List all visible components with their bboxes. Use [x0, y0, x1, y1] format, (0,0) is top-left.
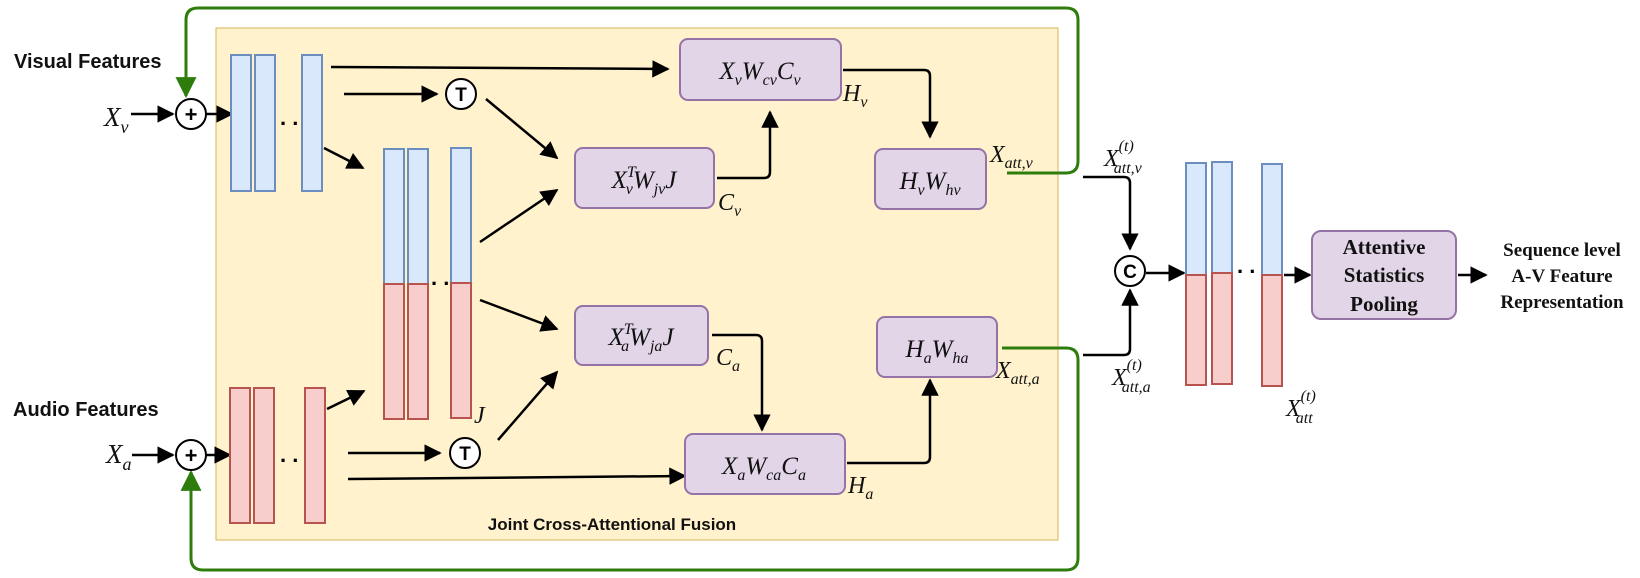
svg-text:HvWhv: HvWhv [898, 168, 961, 199]
box-xa-wca-ca: XaWcaCa [684, 433, 846, 495]
svg-text:+: + [185, 443, 198, 468]
att-a-to-concat-arrow [1083, 288, 1139, 357]
audio-to-ca-box-arrow [347, 467, 687, 485]
ca-label: Ca [716, 345, 740, 375]
svg-text:T: T [459, 444, 471, 465]
audio-feature-bar [253, 387, 275, 524]
x-att-a-t-label: X(t)att,a [1111, 357, 1151, 396]
x-att-t-label: X(t)att [1285, 388, 1316, 427]
visual-to-joint-arrow [323, 146, 365, 170]
svg-text:Pooling: Pooling [1350, 292, 1418, 316]
visual-feature-bar [254, 54, 276, 192]
output-representation-label: Sequence level A-V Feature Representatio… [1500, 240, 1624, 313]
ellipsis: . . [431, 265, 449, 290]
transpose-v-to-box-arrow [485, 98, 559, 160]
attentive-statistics-pooling-box: Attentive Statistics Pooling [1311, 230, 1457, 320]
audio-to-joint-arrow [326, 389, 366, 411]
joint-to-audio-box-arrow [479, 298, 559, 332]
visual-feature-columns: . . [230, 54, 323, 192]
svg-text:HaWha: HaWha [905, 336, 969, 367]
hv-label: Hv [842, 81, 868, 111]
svg-text:+: + [185, 102, 198, 127]
xa-input-label: Xa [105, 439, 132, 474]
concat-visual-bar [1185, 162, 1207, 276]
x-att-a-label: Xatt,a [995, 358, 1040, 388]
joint-visual-bar [407, 148, 429, 285]
ellipsis: . . [1237, 253, 1255, 278]
svg-text:XvWcvCv: XvWcvCv [718, 58, 801, 89]
box-xv-wcv-cv: XvWcvCv [679, 38, 842, 101]
svg-text:C: C [1123, 262, 1137, 283]
visual-features-label: Visual Features [14, 51, 161, 73]
audio-feedback-loop [180, 346, 1080, 572]
concat-visual-bar [1261, 163, 1283, 276]
visual-feature-bar [301, 54, 323, 192]
audio-feature-bar [304, 387, 326, 524]
joint-representation-columns: . . [383, 147, 472, 420]
visual-feature-bar [230, 54, 252, 192]
svg-text:T: T [455, 85, 467, 106]
audio-feature-columns: . . [229, 387, 326, 524]
svg-text:Attentive: Attentive [1343, 235, 1426, 259]
concat-operator: C [1114, 255, 1146, 287]
att-v-to-concat-arrow [1083, 175, 1139, 251]
box-hv-whv: HvWhv [874, 148, 987, 210]
cv-arrow [717, 110, 779, 180]
hv-arrow [843, 68, 939, 139]
svg-text:Statistics: Statistics [1344, 263, 1425, 287]
joint-visual-bar [450, 147, 472, 284]
x-att-v-label: Xatt,v [989, 142, 1034, 172]
panel-title: Joint Cross-Attentional Fusion [488, 515, 736, 534]
ha-label: Ha [847, 473, 873, 503]
joint-to-visual-box-arrow [479, 188, 559, 244]
svg-text:A-V Feature: A-V Feature [1511, 266, 1612, 287]
cv-label: Cv [718, 190, 742, 220]
j-label: J [474, 403, 486, 429]
concat-audio-bar [1261, 274, 1283, 387]
ca-arrow [712, 333, 771, 432]
visual-feedback-loop [175, 6, 1080, 175]
fusion-panel [215, 27, 1059, 541]
box-ha-wha: HaWha [876, 316, 998, 378]
ellipsis: . . [280, 442, 298, 467]
x-att-v-t-label: X(t)att,v [1103, 138, 1143, 177]
joint-audio-bar [407, 283, 429, 420]
concat-audio-bar [1185, 274, 1207, 386]
transpose-operator-audio: T [449, 437, 481, 469]
joint-visual-bar [383, 148, 405, 285]
svg-text:Representation: Representation [1500, 292, 1624, 313]
transpose-a-to-box-arrow [497, 370, 559, 441]
audio-feature-bar [229, 387, 251, 524]
joint-audio-bar [383, 283, 405, 420]
ellipsis: . . [280, 105, 298, 130]
visual-to-cv-box-arrow [330, 60, 670, 78]
svg-text:XaWcaCa: XaWcaCa [721, 453, 806, 484]
concat-audio-bar [1211, 272, 1233, 385]
svg-text:Sequence level: Sequence level [1503, 240, 1621, 261]
transpose-operator-visual: T [445, 78, 477, 110]
concat-visual-bar [1211, 161, 1233, 274]
add-operator-visual: + [175, 98, 207, 130]
add-operator-audio: + [175, 439, 207, 471]
ha-arrow [847, 378, 939, 465]
joint-audio-bar [450, 282, 472, 419]
xv-input-label: Xv [103, 102, 129, 137]
concatenated-feature-columns: . . [1185, 161, 1283, 387]
audio-features-label: Audio Features [13, 399, 159, 421]
